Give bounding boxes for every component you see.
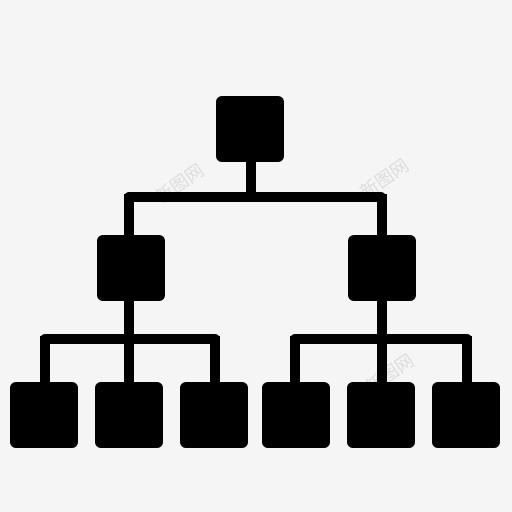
node-level2-6 [432, 382, 500, 448]
connector-right-drop-1 [290, 336, 300, 384]
node-level2-3 [180, 382, 248, 448]
connector-root-stem [246, 160, 256, 194]
node-level2-4 [262, 382, 330, 448]
connector-lines [40, 160, 472, 384]
connector-left-drop-3 [210, 336, 220, 384]
connector-right-bus [290, 334, 472, 344]
connector-drop-right [377, 194, 387, 238]
connector-left-drop-1 [40, 336, 50, 384]
node-level2-1 [10, 382, 78, 448]
node-level1-left [97, 235, 165, 301]
connector-left-bus [40, 334, 220, 344]
connector-top-bus [124, 192, 386, 202]
node-level2-2 [95, 382, 163, 448]
connector-right-drop-3 [462, 336, 472, 384]
node-root [216, 96, 284, 162]
hierarchy-nodes [10, 96, 500, 448]
node-level1-right [348, 235, 416, 301]
node-level2-5 [347, 382, 415, 448]
connector-drop-left [124, 194, 134, 238]
